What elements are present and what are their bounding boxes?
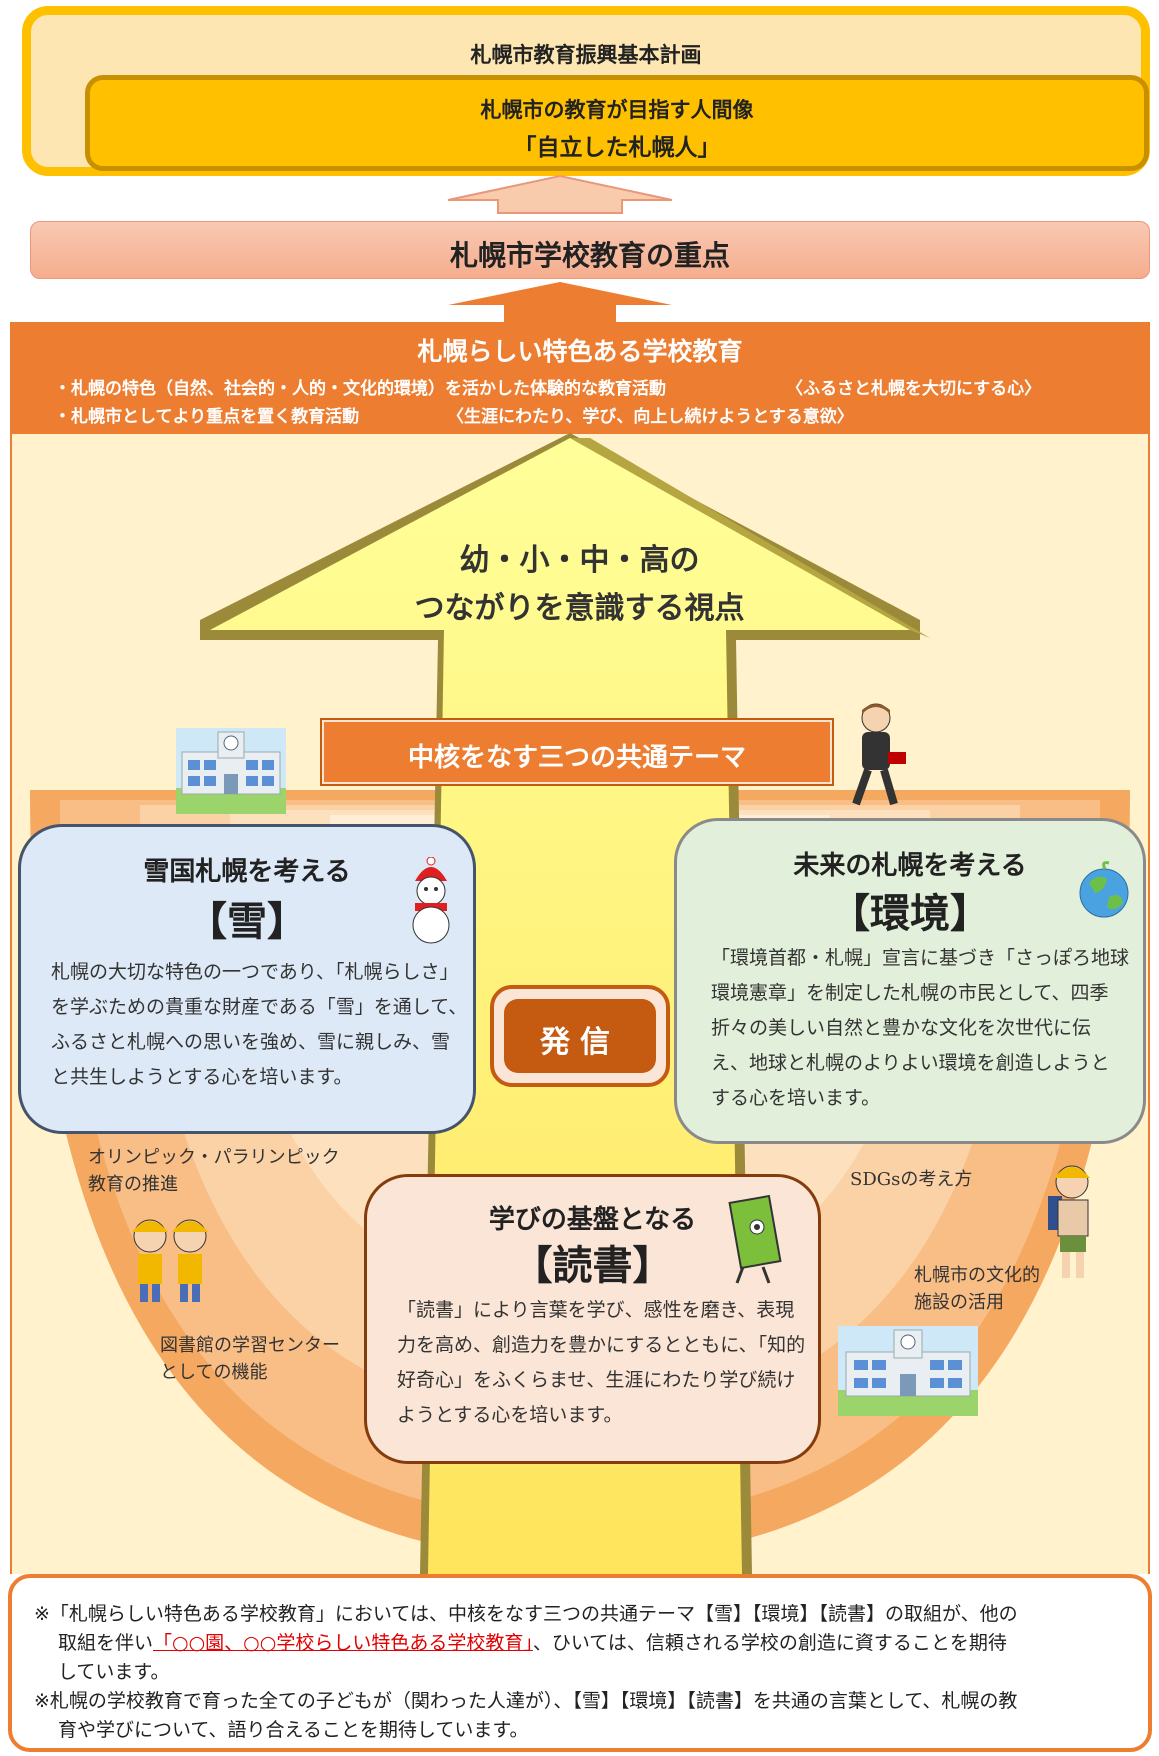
continuity-text-line-2: つながりを意識する視点 [414, 591, 745, 626]
snow-theme-subtitle: 雪国札幌を考える [143, 857, 351, 887]
lower-arrow-stem [504, 305, 616, 322]
note-line-2-end: 、ひいては、信頼される学校の創造に資することを期待 [532, 1632, 1007, 1654]
book-character-icon [728, 1194, 782, 1284]
culture-label-line-2: 施設の活用 [914, 1292, 1004, 1313]
send-out-label: 発信 [540, 1025, 620, 1060]
snow-desc-line-1: 札幌の大切な特色の一つであり、「札幌らしさ」 [51, 961, 459, 983]
environment-desc-line-2: 環境憲章」を制定した札幌の市民として、四季 [711, 982, 1109, 1004]
culture-label-line-1: 札幌市の文化的 [914, 1265, 1040, 1286]
reading-desc-line-1: 「読書」により言葉を学び、感性を磨き、表現 [397, 1299, 795, 1321]
cultural-facility-building-icon [838, 1326, 978, 1416]
children-icon [132, 1219, 208, 1302]
feature-point-2-note: 〈生涯にわたり、学び、向上し続けようとする意欲〉 [447, 407, 854, 427]
reading-desc-line-2: 力を高め、創造力を豊かにするとともに、「知的 [397, 1334, 806, 1356]
priority-banner: 札幌市学校教育の重点 [30, 221, 1150, 279]
goal-subtitle: 札幌市の教育が目指す人間像 [480, 98, 754, 122]
environment-desc-line-1: 「環境首都・札幌」宣言に基づき「さっぽろ地球 [711, 947, 1130, 969]
feature-point-2: ・札幌市としてより重点を置く教育活動 [54, 407, 360, 427]
olympic-label-line-1: オリンピック・パラリンピック [88, 1147, 340, 1168]
feature-header: 札幌らしい特色ある学校教育 ・札幌の特色（自然、社会的・人的・文化的環境）を活か… [10, 322, 1150, 434]
snow-theme-box: 雪国札幌を考える 【雪】 札幌の大切な特色の一つであり、「札幌らしさ」 を学ぶた… [18, 824, 476, 1134]
continuity-text-line-1: 幼・小・中・高の [459, 543, 700, 578]
reading-theme-box: 学びの基盤となる 【読書】 「読書」により言葉を学び、感性を磨き、表現 力を高め… [364, 1174, 821, 1464]
earth-globe-icon [1079, 861, 1129, 918]
child-backpack-icon [1048, 1165, 1090, 1278]
environment-desc-line-3: 折々の美しい自然と豊かな文化を次世代に伝 [711, 1017, 1092, 1039]
student-walking-icon [852, 703, 906, 806]
note-highlight-text: 「○○園、○○学校らしい特色ある学校教育」 [153, 1632, 533, 1654]
snowman-icon [412, 857, 450, 944]
feature-point-1-note: 〈ふるさと札幌を大切にする心〉 [786, 379, 1042, 399]
environment-desc-line-5: する心を培います。 [711, 1087, 881, 1109]
reading-desc-line-4: ようとする心を培います。 [397, 1404, 623, 1426]
environment-theme-box: 未来の札幌を考える 【環境】 「環境首都・札幌」宣言に基づき「さっぽろ地球 環境… [674, 818, 1146, 1144]
goal-box: 札幌市の教育が目指す人間像 「自立した札幌人」 [85, 75, 1149, 171]
reading-desc-line-3: 好奇心」をふくらませ、生涯にわたり学び続け [397, 1369, 796, 1391]
snow-desc-line-4: と共生しようとする心を培います。 [51, 1066, 353, 1088]
upper-arrow [447, 174, 673, 214]
environment-theme-subtitle: 未来の札幌を考える [793, 851, 1027, 881]
note-line-2: 取組を伴い「○○園、○○学校らしい特色ある学校教育」、ひいては、信頼される学校の… [58, 1629, 1007, 1657]
snow-desc-line-2: を学ぶための貴重な財産である「雪」を通して、 [51, 996, 468, 1018]
feature-title: 札幌らしい特色ある学校教育 [417, 337, 743, 366]
send-out-box: 発信 [490, 985, 670, 1087]
connector-arrows [447, 174, 673, 322]
note-line-5: 育や学びについて、語り合えることを期待しています。 [58, 1719, 529, 1741]
education-plan-box: 札幌市教育振興基本計画 札幌市の教育が目指す人間像 「自立した札幌人」 [22, 6, 1150, 176]
goal-title: 「自立した札幌人」 [513, 135, 721, 161]
three-themes-title: 中核をなす三つの共通テーマ [407, 743, 746, 773]
notes-box: ※「札幌らしい特色ある学校教育」においては、中核をなす三つの共通テーマ【雪】【環… [8, 1574, 1152, 1752]
olympic-label-line-2: 教育の推進 [88, 1174, 178, 1195]
lower-arrow-head [448, 282, 672, 305]
reading-theme-subtitle: 学びの基盤となる [488, 1205, 697, 1235]
reading-theme-title: 【読書】 [512, 1243, 673, 1289]
note-line-1: ※「札幌らしい特色ある学校教育」においては、中核をなす三つの共通テーマ【雪】【環… [34, 1603, 1018, 1625]
snow-theme-title: 【雪】 [187, 899, 307, 945]
note-line-4: ※札幌の学校教育で育った全ての子どもが（関わった人達が）、【雪】【環境】【読書】… [34, 1690, 1018, 1712]
environment-theme-title: 【環境】 [830, 891, 990, 937]
priority-title: 札幌市学校教育の重点 [449, 239, 730, 272]
feature-point-1: ・札幌の特色（自然、社会的・人的・文化的環境）を活かした体験的な教育活動 [54, 379, 666, 399]
library-label-line-1: 図書館の学習センター [160, 1335, 340, 1356]
environment-desc-line-4: え、地球と札幌のよりよい環境を創造しようと [711, 1052, 1110, 1074]
library-label-line-2: としての機能 [160, 1362, 268, 1383]
school-building-icon [176, 728, 286, 814]
note-line-2-start: 取組を伴い [58, 1632, 154, 1654]
note-line-3: しています。 [58, 1661, 170, 1683]
snow-desc-line-3: ふるさと札幌への思いを強め、雪に親しみ、雪 [51, 1031, 451, 1053]
sdgs-label: SDGsの考え方 [850, 1169, 973, 1190]
plan-title: 札幌市教育振興基本計画 [470, 43, 702, 67]
three-themes-banner: 中核をなす三つの共通テーマ [320, 718, 834, 786]
